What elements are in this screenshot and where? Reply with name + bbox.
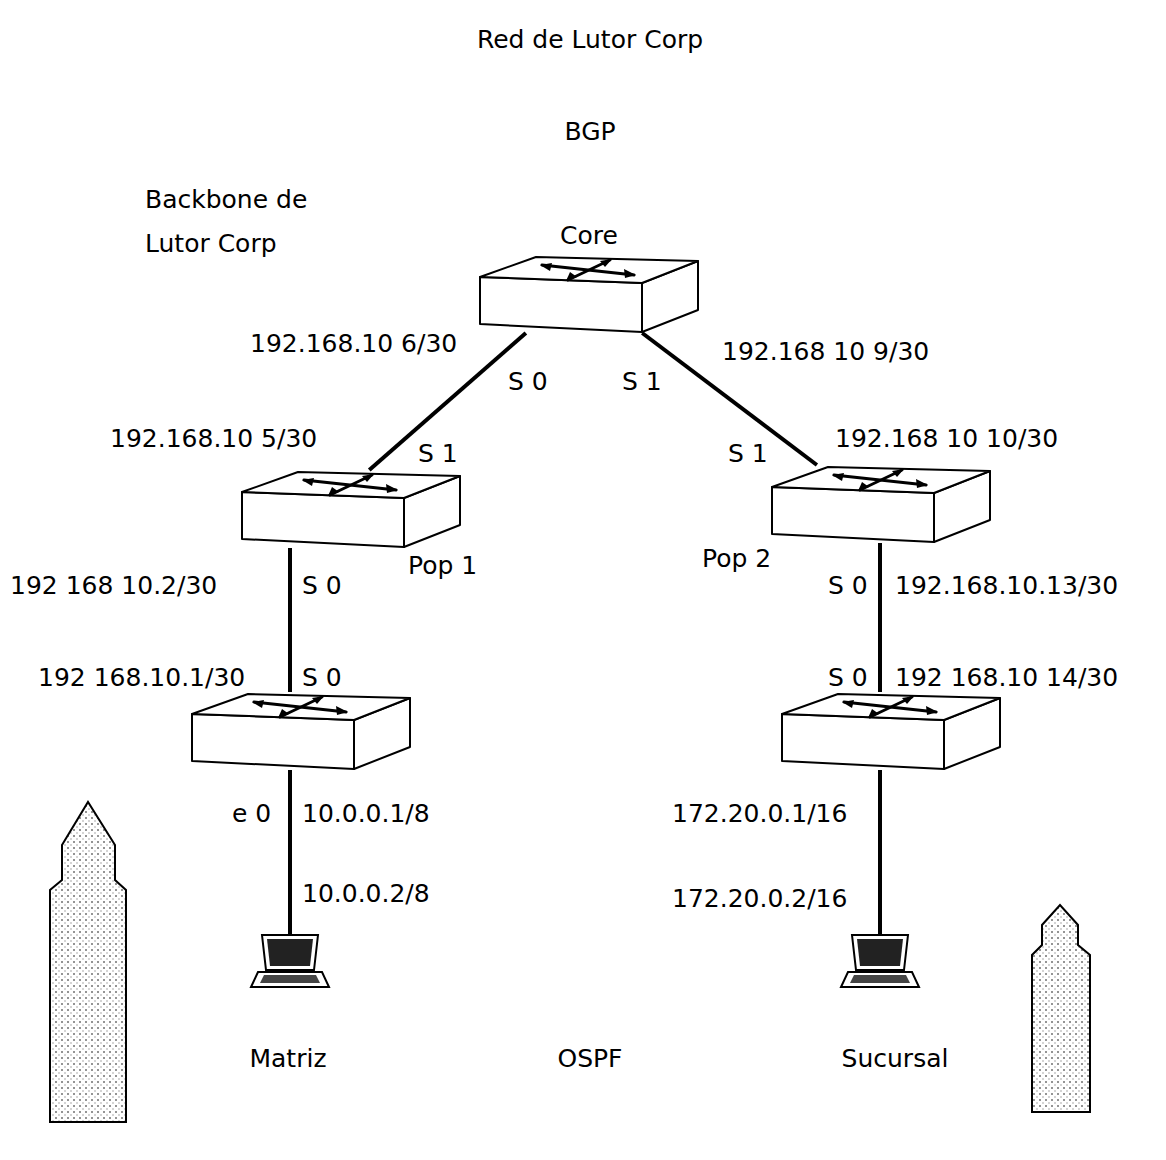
node-label: 192.168.10.13/30 — [895, 572, 1118, 601]
router-node: Pop 2192.168 10 10/30S 1S 0192.168.10.13… — [770, 465, 992, 543]
laptop-symbol — [840, 935, 920, 990]
link-line — [290, 770, 291, 935]
node-label: 192 168.10 14/30 — [895, 664, 1118, 693]
node-label: Matriz — [249, 1045, 326, 1074]
laptop-node: 10.0.0.2/8Matriz — [250, 935, 330, 990]
router-node: Core192.168.10 6/30S 0S 1192.168 10 9/30 — [478, 255, 700, 333]
node-label: S 0 — [302, 664, 342, 693]
node-label: 192 168 10.2/30 — [10, 572, 217, 601]
router-node: 192 168.10.1/30S 0e 010.0.0.1/8 — [190, 692, 412, 770]
node-label: 192 168.10.1/30 — [38, 664, 245, 693]
node-label: Core — [560, 222, 618, 251]
node-label: S 0 — [828, 664, 868, 693]
building — [1032, 905, 1090, 1112]
node-label: 192.168.10 5/30 — [110, 425, 317, 454]
router-node: S 0192 168.10 14/30172.20.0.1/16 — [780, 692, 1002, 770]
node-label: S 0 — [302, 572, 342, 601]
region-label: Backbone de Lutor Corp — [145, 178, 355, 266]
node-label: 192.168 10 10/30 — [835, 425, 1058, 454]
router-node: Pop 1192.168.10 5/30S 1192 168 10.2/30S … — [240, 470, 462, 548]
node-label: 172.20.0.1/16 — [672, 800, 847, 829]
node-label: 192.168.10 6/30 — [250, 330, 457, 359]
node-label: S 0 — [508, 368, 548, 397]
laptop-node: 172.20.0.2/16Sucursal — [840, 935, 920, 990]
laptop-symbol — [250, 935, 330, 990]
link-line — [290, 548, 291, 692]
node-label: Sucursal — [842, 1045, 949, 1074]
router-symbol — [240, 470, 462, 548]
router-symbol — [478, 255, 700, 333]
node-label: 172.20.0.2/16 — [672, 885, 847, 914]
node-label: S 1 — [622, 368, 662, 397]
node-label: Pop 2 — [702, 545, 771, 574]
node-label: 192.168 10 9/30 — [722, 338, 929, 367]
node-label: S 1 — [418, 440, 458, 469]
node-label: e 0 — [232, 800, 271, 829]
building — [50, 802, 126, 1122]
node-label: S 1 — [728, 440, 768, 469]
diagram-title: Red de Lutor Corp — [477, 26, 703, 55]
router-symbol — [780, 692, 1002, 770]
node-label: 10.0.0.1/8 — [302, 800, 430, 829]
link-line — [880, 770, 881, 935]
node-label: S 0 — [828, 572, 868, 601]
region-label: OSPF — [557, 1045, 622, 1074]
router-symbol — [190, 692, 412, 770]
region-label: BGP — [564, 118, 615, 147]
router-symbol — [770, 465, 992, 543]
link-line — [880, 543, 881, 692]
node-label: Pop 1 — [408, 552, 477, 581]
node-label: 10.0.0.2/8 — [302, 880, 430, 909]
